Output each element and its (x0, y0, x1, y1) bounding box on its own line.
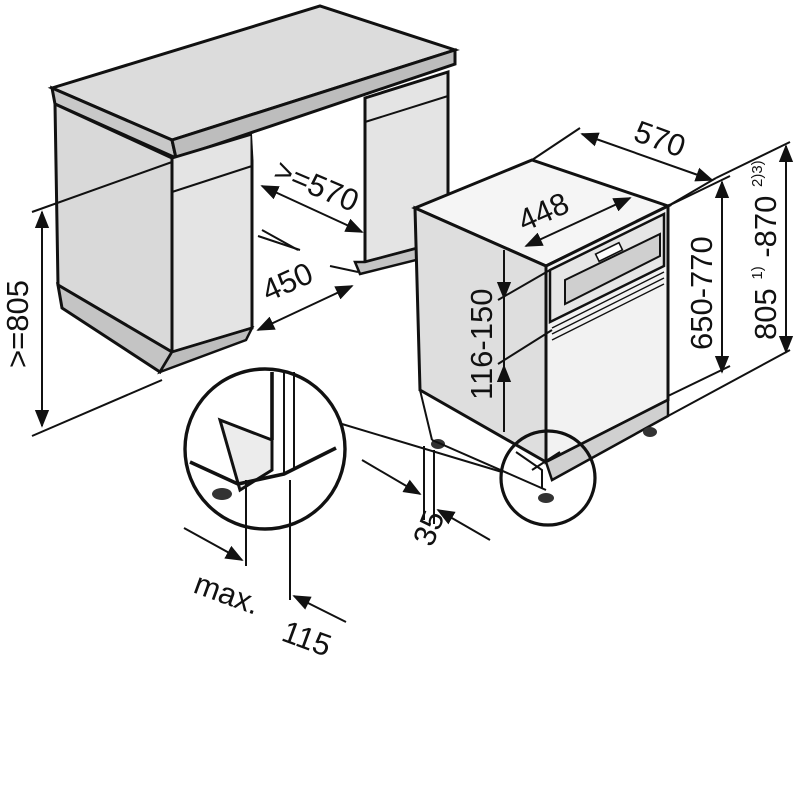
dimension-total-height: 805 1) -870 2)3) (667, 141, 794, 417)
label-max-prefix: max. (190, 566, 265, 622)
label-recess-depth: 450 (257, 255, 318, 308)
foot-right (643, 427, 657, 437)
label-plinth-offset: 35 (406, 506, 451, 551)
dimension-min-height: >=805 (0, 161, 173, 437)
label-total-height-sup2: 2)3) (749, 160, 766, 187)
kitchen-cabinet (47, 4, 460, 375)
control-display (564, 232, 661, 306)
left-cabinet-kick (157, 325, 255, 375)
worktop-side-edge (170, 47, 457, 160)
detail-circle-small (499, 429, 597, 527)
magnifier-circle-icon (499, 429, 597, 527)
left-cabinet-drawer-line (171, 165, 253, 193)
label-max-value-text: 115 (278, 614, 336, 664)
detail-circle-large (183, 367, 347, 531)
label-total-height-sup1: 1) (749, 266, 766, 279)
door-ribbing (551, 271, 665, 341)
dimension-panel-height: 116-150 (464, 250, 553, 432)
label-max-value: 115 (278, 614, 336, 664)
label-panel-height: 116-150 (464, 289, 499, 400)
dimension-height-range: 650-770 (667, 175, 731, 397)
label-appliance-depth: 570 (630, 114, 691, 165)
right-cabinet-drawer-line (364, 95, 449, 123)
dishwasher (411, 158, 672, 503)
svg-text:805 1) -870: 805 1) -870 2)3) (734, 160, 783, 340)
detail-leader-line (341, 423, 503, 473)
left-cabinet-front (170, 131, 254, 355)
label-total-height-base: 805 (748, 288, 783, 340)
label-max-offset: max. (190, 566, 265, 622)
foot-front (538, 493, 554, 503)
label-total-height-mid: -870 (748, 196, 783, 258)
label-min-height: >=805 (0, 280, 35, 368)
label-total-height: 805 1) -870 2)3) (734, 160, 783, 340)
label-height-range: 650-770 (684, 236, 719, 350)
